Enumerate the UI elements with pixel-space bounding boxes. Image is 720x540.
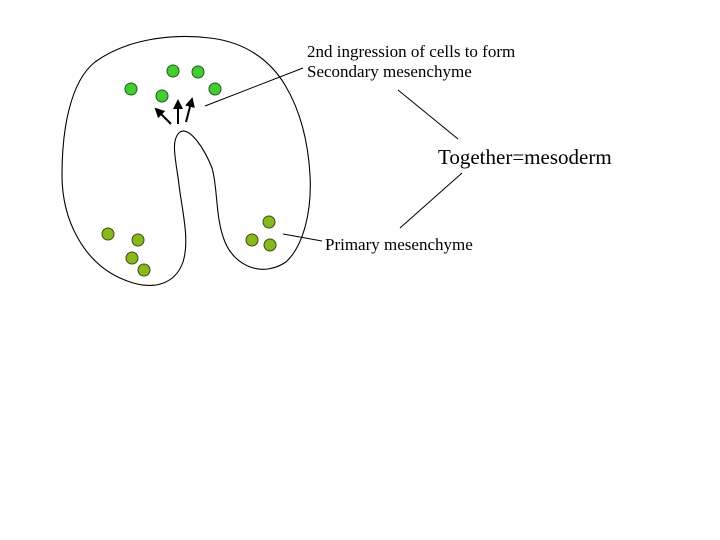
ingression-arrows — [154, 97, 195, 125]
together-leader-upper — [397, 89, 459, 140]
ingression-arrow — [185, 97, 195, 123]
embryo-outline — [61, 35, 311, 286]
primary-leader-line — [282, 233, 323, 242]
secondary-mesenchyme-cell — [191, 65, 205, 79]
primary-mesenchyme-cells — [101, 215, 277, 277]
primary-mesenchyme-cell — [125, 251, 139, 265]
secondary-mesenchyme-cell — [155, 89, 169, 103]
ingression-arrow — [154, 107, 172, 125]
primary-mesenchyme-cell — [262, 215, 276, 229]
secondary-mesenchyme-label: 2nd ingression of cells to form Secondar… — [307, 42, 515, 83]
together-leader-lower — [399, 172, 463, 229]
secondary-mesenchyme-cells — [124, 64, 222, 103]
primary-mesenchyme-cell — [131, 233, 145, 247]
primary-mesenchyme-cell — [137, 263, 151, 277]
secondary-mesenchyme-cell — [208, 82, 222, 96]
primary-mesenchyme-cell — [101, 227, 115, 241]
secondary-mesenchyme-cell — [124, 82, 138, 96]
primary-mesenchyme-cell — [263, 238, 277, 252]
primary-mesenchyme-label: Primary mesenchyme — [325, 235, 473, 254]
secondary-mesenchyme-cell — [166, 64, 180, 78]
secondary-label-line1: 2nd ingression of cells to form — [307, 42, 516, 61]
secondary-label-line2: Secondary mesenchyme — [307, 62, 472, 82]
together-mesoderm-label: Together=mesoderm — [438, 145, 612, 169]
primary-mesenchyme-cell — [245, 233, 259, 247]
secondary-leader-line — [204, 67, 304, 107]
